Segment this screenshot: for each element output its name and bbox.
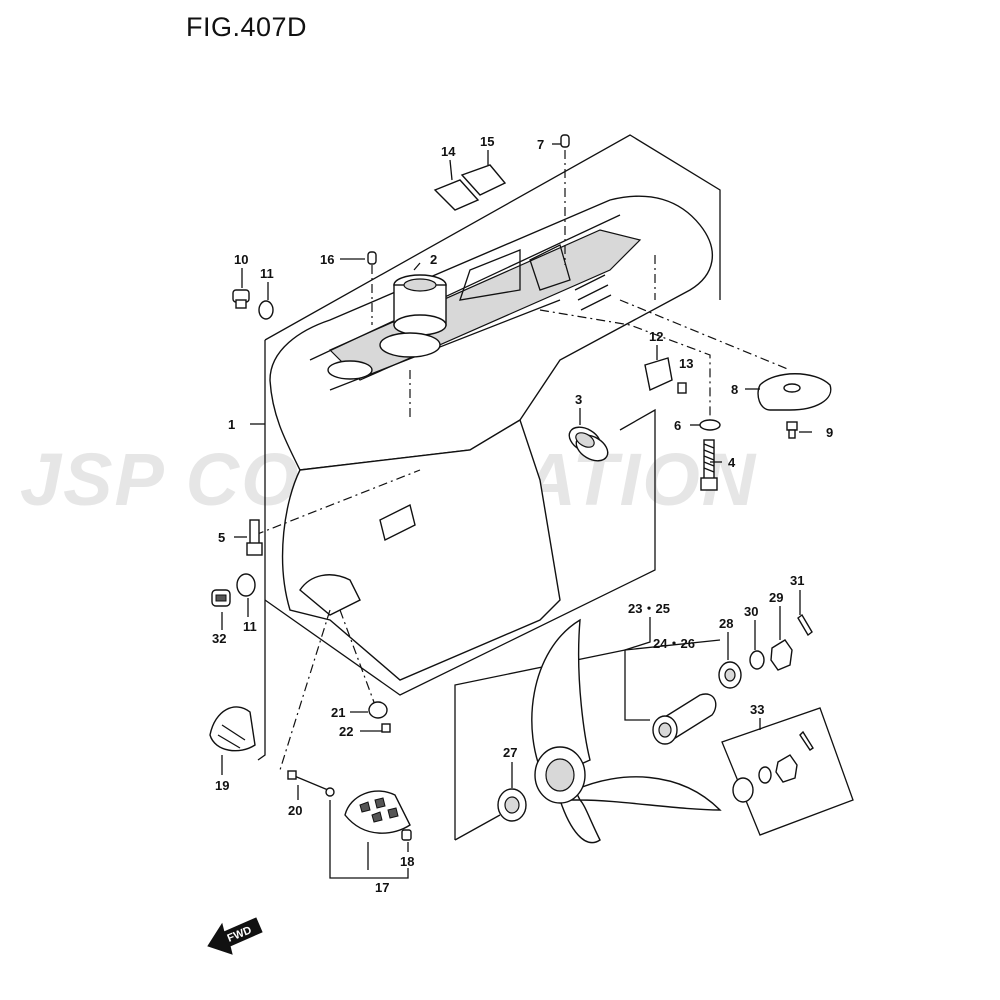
callout-27: 27 xyxy=(503,745,517,760)
part-32-plug[interactable] xyxy=(211,589,231,607)
callout-24-26: 24・26 xyxy=(653,636,695,651)
part-31-cotter-pin[interactable] xyxy=(797,613,813,637)
part-27-thrust-washer[interactable] xyxy=(497,788,527,822)
callout-19: 19 xyxy=(215,778,229,793)
callout-32: 32 xyxy=(212,631,226,646)
part-12-block[interactable] xyxy=(644,357,673,392)
gearcase-frame-line xyxy=(257,340,266,761)
callout-14: 14 xyxy=(441,144,456,159)
callout-labels: 1 2 3 4 5 6 7 8 9 10 11 11 12 13 14 15 1… xyxy=(212,134,833,895)
callout-16: 16 xyxy=(320,252,334,267)
guide-line xyxy=(539,309,711,420)
callout-15: 15 xyxy=(480,134,494,149)
guide-line xyxy=(339,609,376,706)
callout-13: 13 xyxy=(679,356,693,371)
part-21-grommet[interactable] xyxy=(368,701,388,719)
guide-line xyxy=(619,299,791,371)
part-18-clip[interactable] xyxy=(401,829,412,841)
part-24-26-bushing[interactable] xyxy=(652,693,717,745)
part-11-washer-upper[interactable] xyxy=(258,300,274,320)
callout-12: 12 xyxy=(649,329,663,344)
callout-1: 1 xyxy=(228,417,235,432)
callout-23-25: 23・25 xyxy=(628,601,670,616)
leader-lines xyxy=(221,143,812,879)
callout-10: 10 xyxy=(234,252,248,267)
callout-33: 33 xyxy=(750,702,764,717)
callout-22: 22 xyxy=(339,724,353,739)
part-22-screw[interactable] xyxy=(381,723,391,733)
guide-line xyxy=(254,469,421,536)
callout-28: 28 xyxy=(719,616,733,631)
callout-11-lower: 11 xyxy=(243,619,257,634)
part-29-nut[interactable] xyxy=(770,639,793,671)
part-5-bolt[interactable] xyxy=(246,519,263,556)
callout-3: 3 xyxy=(575,392,582,407)
propeller-frame-line xyxy=(454,639,721,840)
part-15-plate[interactable] xyxy=(460,164,507,196)
callout-9: 9 xyxy=(826,425,833,440)
part-6-washer[interactable] xyxy=(699,419,721,431)
part-14-plate[interactable] xyxy=(433,179,480,211)
callout-5: 5 xyxy=(218,530,225,545)
callout-29: 29 xyxy=(769,590,783,605)
part-4-bolt[interactable] xyxy=(700,439,718,491)
part-13-screw[interactable] xyxy=(677,382,687,394)
callout-7: 7 xyxy=(537,137,544,152)
callout-17: 17 xyxy=(375,880,389,895)
callout-31: 31 xyxy=(790,573,804,588)
callout-6: 6 xyxy=(674,418,681,433)
propeller[interactable] xyxy=(531,618,722,844)
part-28-spacer[interactable] xyxy=(718,661,742,689)
propeller-frame-line xyxy=(454,814,501,841)
callout-18: 18 xyxy=(400,854,414,869)
callout-30: 30 xyxy=(744,604,758,619)
part-9-screw[interactable] xyxy=(786,421,798,439)
part-30-washer[interactable] xyxy=(749,650,765,670)
part-10-plug[interactable] xyxy=(232,289,250,309)
fwd-arrow: FWD xyxy=(207,917,263,955)
part-33-kit[interactable] xyxy=(721,707,854,836)
part-19-anode[interactable] xyxy=(209,706,256,752)
part-20-bolt[interactable] xyxy=(287,770,335,797)
callout-11-upper: 11 xyxy=(260,266,274,281)
gearcase-frame-top xyxy=(264,134,721,341)
figure-title: FIG.407D xyxy=(186,12,308,42)
gear-case-housing[interactable] xyxy=(269,195,714,681)
part-16-pin[interactable] xyxy=(367,251,377,265)
callout-8: 8 xyxy=(731,382,738,397)
callout-21: 21 xyxy=(331,705,345,720)
callout-20: 20 xyxy=(288,803,302,818)
part-8-plate[interactable] xyxy=(757,373,832,411)
part-17-grille[interactable] xyxy=(344,790,411,834)
callout-2: 2 xyxy=(430,252,437,267)
callout-4: 4 xyxy=(728,455,736,470)
part-7-pin[interactable] xyxy=(560,134,570,148)
part-3-seal-ring[interactable] xyxy=(565,422,612,466)
lower-frame-line xyxy=(264,408,656,696)
part-11-washer-lower[interactable] xyxy=(236,573,256,597)
guide-line xyxy=(279,609,331,771)
